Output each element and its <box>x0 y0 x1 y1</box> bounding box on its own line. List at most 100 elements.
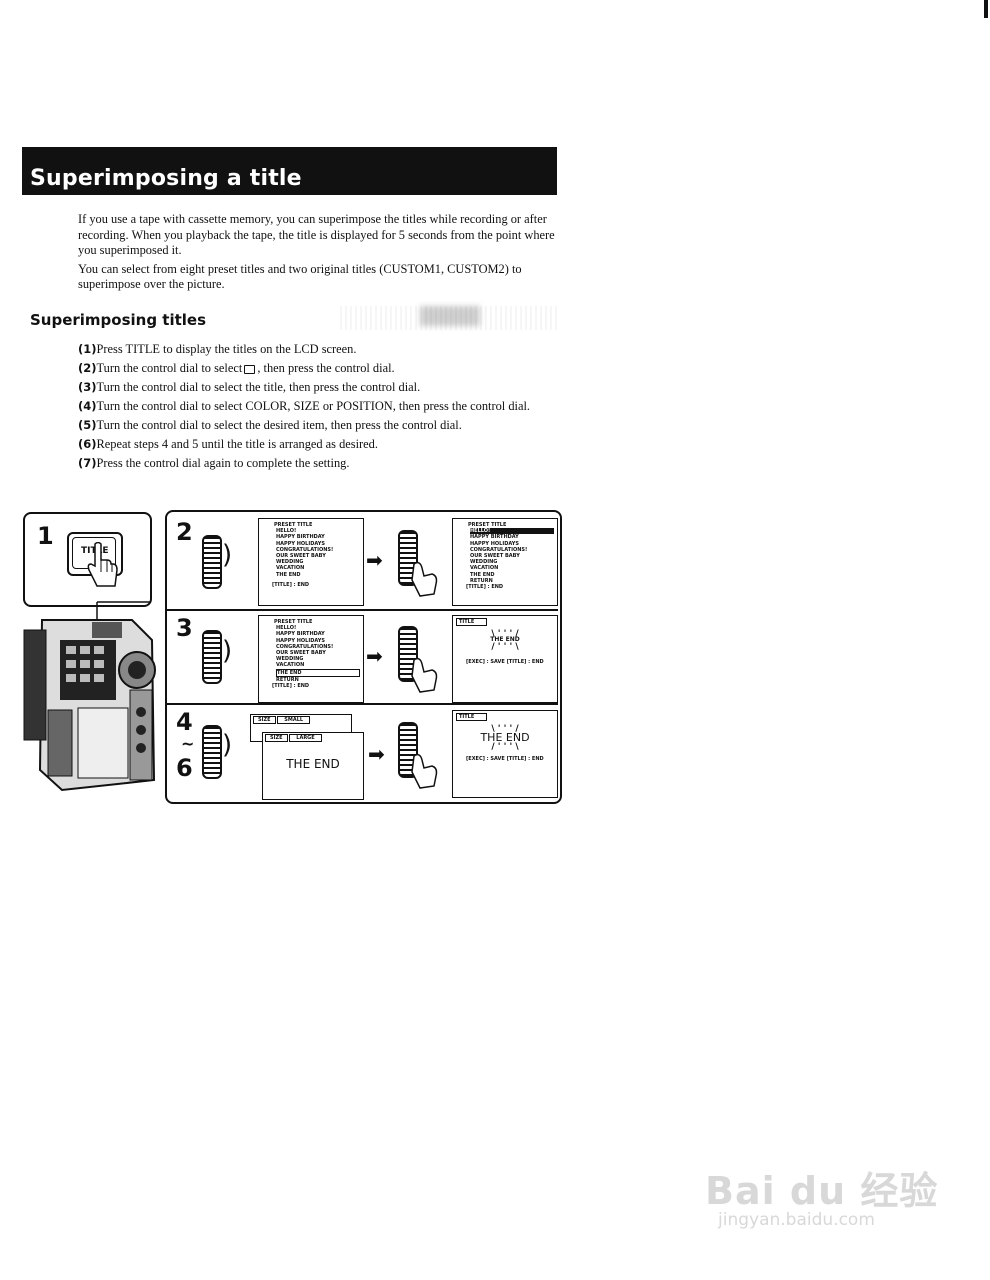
intro-text: If you use a tape with cassette memory, … <box>78 212 558 296</box>
preset-item-selected: THE END <box>276 668 360 677</box>
step-number: 4 <box>176 708 193 736</box>
screen-footer: [EXEC] : SAVE [TITLE] : END <box>466 755 544 762</box>
list-item: (4)Turn the control dial to select COLOR… <box>78 399 558 414</box>
intro-paragraph: You can select from eight preset titles … <box>78 261 522 292</box>
preset-item: HELLO! <box>276 528 297 535</box>
preset-item: VACATION <box>276 565 305 572</box>
intro-paragraph: If you use a tape with cassette memory, … <box>78 212 555 257</box>
arrow-right-icon: ➡ <box>368 742 385 766</box>
watermark-main: Bai du 经验 <box>705 1169 939 1213</box>
screen-header: PRESET TITLE <box>274 522 313 528</box>
steps-list: (1)Press TITLE to display the titles on … <box>78 342 558 475</box>
watermark-url: jingyan.baidu.com <box>718 1210 875 1230</box>
step-text: Turn the control dial to select the titl… <box>96 380 421 394</box>
control-dial-icon <box>202 725 222 779</box>
step-text: Press TITLE to display the titles on the… <box>96 342 357 356</box>
step1-panel: 1 TITLE <box>23 512 152 607</box>
step-number: (1) <box>78 342 97 356</box>
preset-item: HAPPY BIRTHDAY <box>276 631 325 638</box>
lcd-screen: PRESET TITLE HELLO! HAPPY BIRTHDAY HAPPY… <box>258 615 364 703</box>
rotate-arrow-icon: ) <box>222 730 233 760</box>
size-row: SIZE LARGE <box>265 734 361 742</box>
preset-item: OUR SWEET BABY <box>276 650 326 657</box>
step-text: Turn the control dial to select the desi… <box>96 418 462 432</box>
preset-item: OUR SWEET BABY <box>470 553 520 560</box>
scan-edge-mark <box>984 0 988 18</box>
title-tag: TITLE <box>456 713 488 721</box>
title-menu-icon <box>244 364 256 374</box>
subheading: Superimposing titles <box>30 311 207 329</box>
watermark-logo: Bai du 经验 <box>705 1160 938 1215</box>
step-number: (3) <box>78 380 97 394</box>
pointing-hand-icon <box>87 542 118 587</box>
preset-item: CONGRATULATIONS! <box>276 546 334 553</box>
arrow-right-icon: ➡ <box>366 644 383 668</box>
step-number: 2 <box>176 518 193 546</box>
preset-item: WEDDING <box>276 656 304 663</box>
preset-item: CONGRATULATIONS! <box>470 546 528 553</box>
rotate-arrow-icon: ) <box>222 540 233 570</box>
preset-item-selected: HELLO! <box>470 528 554 535</box>
screen-header: TITLE <box>456 618 554 626</box>
preset-item: HAPPY HOLIDAYS <box>276 540 325 547</box>
preset-item: WEDDING <box>470 559 498 566</box>
step-number: 6 <box>176 754 193 782</box>
step-number: 3 <box>176 614 193 642</box>
list-item: (5)Turn the control dial to select the d… <box>78 418 558 433</box>
lcd-screen: PRESET TITLE HELLO! HAPPY BIRTHDAY HAPPY… <box>258 518 364 606</box>
lcd-screen: SIZE LARGE THE END <box>262 732 364 800</box>
sparkle-bottom: / ' ' ' \ <box>491 742 519 753</box>
sparkle-top: \ ' ' ' / <box>491 629 519 640</box>
step-number: (4) <box>78 399 97 413</box>
scan-noise <box>340 306 558 330</box>
step-text: Repeat steps 4 and 5 until the title is … <box>96 437 378 451</box>
step-text: Turn the control dial to select , then pr… <box>97 361 395 376</box>
list-item: (7)Press the control dial again to compl… <box>78 456 558 471</box>
step-text-before: Turn the control dial to select <box>96 361 243 375</box>
preset-item: THE END <box>470 571 495 578</box>
size-row: SIZE SMALL <box>253 716 349 724</box>
step-number: 1 <box>37 522 54 550</box>
step-text-after: , then press the control dial. <box>257 361 395 375</box>
page-title: Superimposing a title <box>30 166 302 191</box>
lcd-screen: TITLE \ ' ' ' / THE END / ' ' ' \ [EXEC]… <box>452 615 558 703</box>
list-item: (2)Turn the control dial to select , then… <box>78 361 558 376</box>
step-number: (5) <box>78 418 97 432</box>
sparkle-top: \ ' ' ' / <box>491 724 519 735</box>
sparkle-bottom: / ' ' ' \ <box>491 641 519 652</box>
size-value: LARGE <box>289 734 322 742</box>
preset-item: WEDDING <box>276 559 304 566</box>
step-range-tilde: ~ <box>181 734 195 753</box>
size-value: SMALL <box>277 716 311 724</box>
camcorder-illustration <box>23 601 156 792</box>
screen-footer: [TITLE] : END <box>272 581 310 588</box>
control-dial-icon <box>202 630 222 684</box>
pointing-hand-icon <box>411 561 438 597</box>
screen-footer: [TITLE] : END <box>466 584 504 591</box>
lcd-screen: TITLE \ ' ' ' / THE END / ' ' ' \ [EXEC]… <box>452 710 558 798</box>
pointing-hand-icon <box>411 657 438 693</box>
preview-title-large: THE END <box>480 731 530 745</box>
control-dial-icon <box>202 535 222 589</box>
lcd-screen: PRESET TITLE HELLO! HAPPY BIRTHDAY HAPPY… <box>452 518 558 606</box>
preset-return: RETURN <box>276 676 299 683</box>
scan-noise <box>420 306 480 326</box>
section-header-bar: Superimposing a title <box>22 147 557 195</box>
size-label: SIZE <box>265 734 288 742</box>
pointing-hand-icon <box>411 753 438 789</box>
preset-item: HAPPY HOLIDAYS <box>276 637 325 644</box>
screen-footer: [EXEC] : SAVE [TITLE] : END <box>466 658 544 665</box>
title-tag: TITLE <box>456 618 488 626</box>
size-label: SIZE <box>253 716 276 724</box>
preview-title: THE END <box>490 636 520 644</box>
preset-item: HELLO! <box>276 625 297 632</box>
preset-item: THE END <box>276 571 301 578</box>
preset-item: HAPPY BIRTHDAY <box>470 534 519 541</box>
step-number: (7) <box>78 456 97 470</box>
step-number: (2) <box>78 361 97 375</box>
preset-item: CONGRATULATIONS! <box>276 643 334 650</box>
preview-title: THE END <box>286 757 340 772</box>
preset-item: HAPPY BIRTHDAY <box>276 534 325 541</box>
preset-item: VACATION <box>276 662 305 669</box>
list-item: (3)Turn the control dial to select the t… <box>78 380 558 395</box>
